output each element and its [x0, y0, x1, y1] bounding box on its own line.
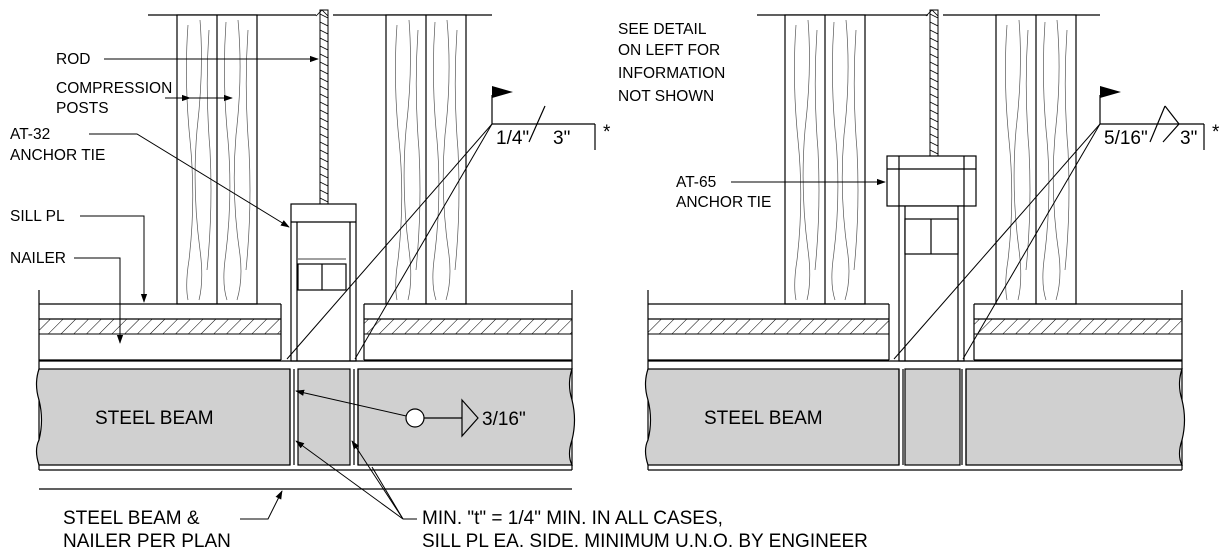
threaded-rod-left — [315, 9, 329, 205]
sill-plate-left-r — [647, 303, 890, 361]
weld-top-note: * — [603, 122, 611, 143]
weld-right-length: 3" — [1180, 128, 1197, 149]
min-t-note-2: SILL PL EA. SIDE. MINIMUM U.N.O. BY ENGI… — [422, 531, 868, 552]
wood-post-left — [176, 14, 258, 305]
nailer-label: NAILER — [10, 250, 66, 267]
sill-pl-label: SILL PL — [10, 208, 65, 225]
rod-label: ROD — [56, 51, 90, 68]
sill-pl-leader — [80, 215, 148, 303]
weld-symbol-top-right — [893, 86, 1205, 360]
compression-posts-label-2: POSTS — [56, 100, 109, 117]
weld-beam-size: 3/16" — [482, 409, 526, 430]
weld-symbol-top-left — [286, 86, 596, 360]
left-detail: STEEL BEAM ROD COMPRESSION POSTS AT-32 A… — [10, 9, 868, 552]
sill-plate-right-r — [973, 303, 1183, 361]
wood-post-left-r — [784, 14, 866, 305]
anchor-tie-at32 — [290, 203, 357, 362]
min-t-note-1: MIN. "t" = 1/4" MIN. IN ALL CASES, — [422, 508, 723, 529]
weld-top-size: 1/4" — [496, 128, 529, 149]
weld-right-note: * — [1212, 122, 1220, 143]
sill-plate-left — [38, 303, 282, 361]
wood-post-right — [385, 14, 467, 305]
at65-label-1: AT-65 — [676, 174, 716, 191]
steel-beam-nailer-note-1: STEEL BEAM & — [63, 508, 200, 529]
at32-label-1: AT-32 — [10, 126, 50, 143]
wood-post-right-r — [995, 14, 1077, 305]
steel-beam-left — [35, 360, 576, 490]
anchor-tie-at65 — [886, 155, 977, 362]
steel-beam-label-left: STEEL BEAM — [95, 408, 214, 429]
at32-label-2: ANCHOR TIE — [10, 147, 105, 164]
weld-right-size: 5/16" — [1104, 128, 1148, 149]
steel-beam-nailer-leader — [240, 490, 283, 520]
min-t-leader-2 — [351, 440, 404, 520]
see-detail-line-3: INFORMATION — [618, 65, 725, 82]
nailer-leader — [74, 257, 124, 344]
steel-beam-right — [644, 360, 1186, 471]
see-detail-line-1: SEE DETAIL — [618, 21, 707, 38]
weld-symbol-beam-left — [295, 389, 479, 438]
compression-posts-label-1: COMPRESSION — [56, 80, 172, 97]
weld-top-length: 3" — [553, 128, 570, 149]
min-t-leader-1 — [295, 440, 404, 520]
min-t-leader-3 — [371, 466, 404, 520]
see-detail-line-2: ON LEFT FOR — [618, 42, 720, 59]
at32-leader — [89, 133, 290, 228]
sill-plate-right — [363, 303, 573, 361]
steel-beam-nailer-note-2: NAILER PER PLAN — [63, 531, 231, 552]
right-detail: STEEL BEAM SEE DETAIL ON LEFT FOR INFORM… — [618, 9, 1220, 471]
see-detail-line-4: NOT SHOWN — [618, 88, 714, 105]
steel-beam-label-right: STEEL BEAM — [704, 408, 823, 429]
at65-label-2: ANCHOR TIE — [676, 194, 771, 211]
threaded-rod-right — [925, 9, 939, 157]
